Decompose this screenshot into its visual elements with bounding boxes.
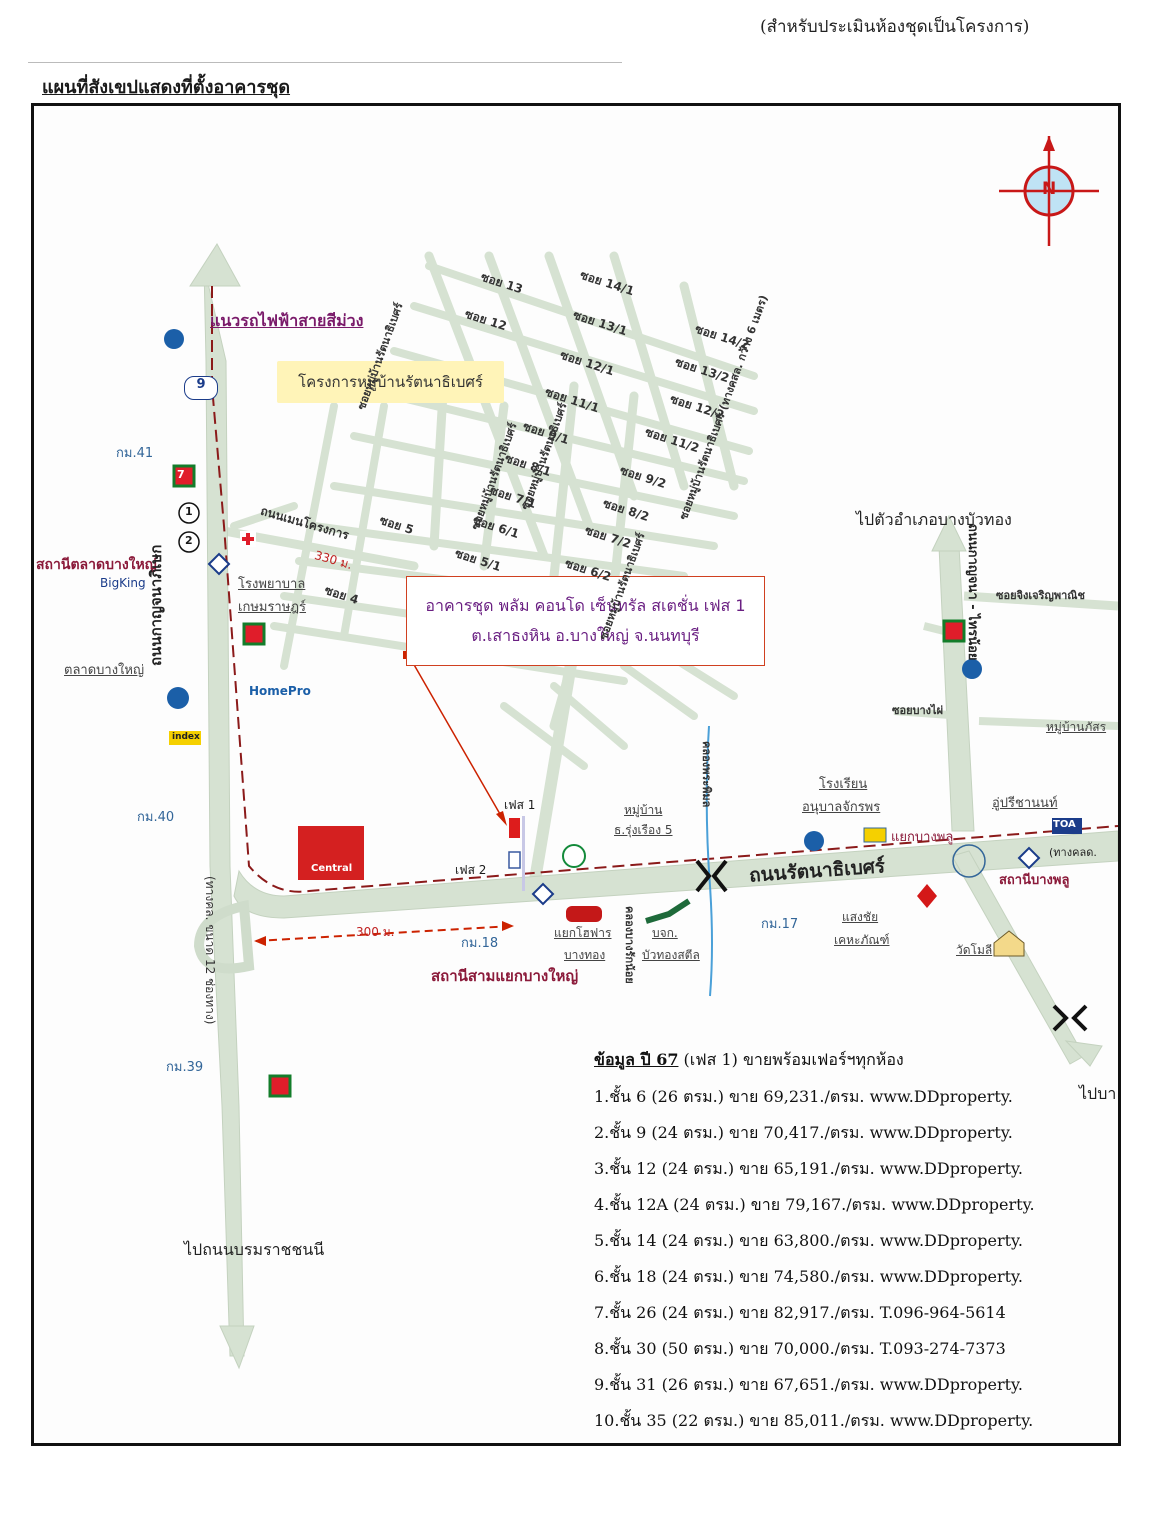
bank-icon: [167, 687, 189, 709]
toa-label: TOA: [1053, 819, 1076, 830]
to-bangbuathong-label: ไปตัวอำเภอบางบัวทอง: [856, 510, 1012, 529]
km18-label: กม.18: [461, 936, 499, 951]
circle-2-label: 2: [185, 534, 193, 547]
header-divider: [28, 62, 622, 63]
km17-label: กม.17: [761, 917, 799, 932]
station-bangphlu-label: สถานีบางพลู: [999, 873, 1070, 888]
honda-label-2: บางทอง: [564, 948, 606, 962]
price-row: 1.ชั้น 6 (26 ตรม.) ขาย 69,231./ตรม. www.…: [594, 1087, 1013, 1106]
to-right-label: ไปบา: [1079, 1084, 1117, 1103]
honda-label-1: แยกโฮฟาร: [554, 926, 612, 940]
callout-line-2: ต.เสาธงหิน อ.บางใหญ่ จ.นนทบุรี: [471, 626, 700, 645]
kanchanaphisek-right-label: ถนนกาญจนา - ไทรน้อย: [965, 524, 980, 661]
khlong-label: คลองพระพิมล: [700, 741, 713, 808]
bigking-label: BigKing: [100, 576, 146, 590]
mitsubishi-icon: [917, 884, 937, 908]
price-info-panel: ข้อมูล ปี 67 (เฟส 1) ขายพร้อมเฟอร์ฯทุกห้…: [594, 1041, 1035, 1439]
village-rungrueang-2: ธ.รุ่งเรือง 5: [614, 823, 673, 837]
station-samyaek-label: สถานีสามแยกบางใหญ่: [431, 967, 579, 985]
homepro-label: HomePro: [249, 684, 311, 698]
price-row: 5.ชั้น 14 (24 ตรม.) ขาย 63,800./ตรม. www…: [594, 1231, 1024, 1250]
callout-leader: [408, 655, 505, 822]
wat-label: วัดโมลี: [956, 943, 993, 957]
highway-dept-label: (ทางคลด.: [1049, 846, 1097, 859]
index-label: index: [172, 732, 200, 742]
phase1-label: เฟส 1: [504, 798, 536, 812]
price-info-heading: ข้อมูล ปี 67 (เฟส 1) ขายพร้อมเฟอร์ฯทุกห้…: [594, 1041, 1035, 1079]
school-label-2: อนุบาลจักรพร: [802, 800, 881, 815]
honda-car-icon: [566, 906, 602, 922]
map-title: แผนที่สังเขปแสดงที่ตั้งอาคารชุด: [42, 77, 291, 98]
pttgas-icon: [164, 329, 982, 851]
soi-bangphai-label: ซอยบางไผ่: [892, 704, 944, 717]
north-label: N: [1042, 179, 1057, 199]
price-row: 10.ชั้น 35 (22 ตรม.) ขาย 85,011./ตรม. ww…: [594, 1411, 1034, 1430]
intersection-bangphlu-label: แยกบางพลู: [891, 830, 954, 845]
intersection-marker: [695, 859, 1088, 1032]
phase2-label: เฟส 2: [455, 863, 487, 877]
map-frame: แนวรถไฟฟ้าสายสีม่วง 9 โครงการหมู่บ้านรัต…: [31, 103, 1121, 1446]
kbank-icon: [562, 844, 586, 868]
index-logo: [169, 731, 201, 745]
purple-line-label: แนวรถไฟฟ้าสายสีม่วง: [210, 311, 364, 330]
hospital-label-1: โรงพยาบาล: [238, 577, 306, 592]
highway-shield: 9: [184, 376, 218, 400]
price-row: 4.ชั้น 12A (24 ตรม.) ขาย 79,167./ตรม. ww…: [594, 1195, 1035, 1214]
distance-300-line: [255, 925, 513, 942]
hospital-label-2: เกษมราษฎร์: [238, 600, 307, 615]
school-label-1: โรงเรียน: [819, 777, 868, 792]
km41-label: กม.41: [116, 446, 154, 461]
distance-300-label: 300 ม.: [356, 925, 395, 939]
village-project-label: โครงการหมู่บ้านรัตนาธิเบศร์: [277, 361, 504, 403]
phase2-marker: [508, 851, 521, 869]
u-pree-label: อู่ปรีชานนท์: [992, 796, 1058, 811]
price-row: 2.ชั้น 9 (24 ตรม.) ขาย 70,417./ตรม. www.…: [594, 1123, 1013, 1142]
price-row: 9.ชั้น 31 (26 ตรม.) ขาย 67,651./ตรม. www…: [594, 1375, 1024, 1394]
sengchai-label-2: เคหะภัณฑ์: [834, 933, 890, 947]
phase1-marker: [509, 818, 520, 838]
kanchanaphisek-detail-label: (ทางคล. ขนาด 12 ช่องทาง): [203, 876, 217, 1025]
station-talad-label: สถานีตลาดบางใหญ่: [36, 557, 157, 573]
price-row: 3.ชั้น 12 (24 ตรม.) ขาย 65,191./ตรม. www…: [594, 1159, 1024, 1178]
seven-eleven-label: 7: [177, 468, 185, 481]
header-note: (สำหรับประเมินห้องชุดเป็นโครงการ): [760, 17, 1030, 37]
km40-label: กม.40: [137, 810, 175, 825]
price-row: 8.ชั้น 30 (50 ตรม.) ขาย 70,000./ตรม. T.0…: [594, 1339, 1006, 1358]
main-roads: [189, 243, 1118, 1370]
central-label: Central: [311, 863, 353, 874]
central-logo: [298, 826, 364, 880]
khlong-line: [705, 725, 713, 997]
km39-label: กม.39: [166, 1060, 204, 1075]
seven-eleven-icon: [172, 464, 196, 488]
circle-1-label: 1: [185, 505, 193, 518]
callout-line-1: อาคารชุด พลัม คอนโด เซ็นทรัล สเตชั่น เฟส…: [425, 596, 746, 615]
price-info-year: ข้อมูล ปี 67: [594, 1050, 679, 1069]
toa-logo: [1052, 818, 1082, 834]
khlong2-label: คลองบางรักน้อย: [623, 906, 636, 984]
market-label: ตลาดบางใหญ่: [64, 663, 145, 678]
soi-chingcharoen-label: ซอยจิงเจริญพาณิช: [996, 589, 1085, 602]
price-row: 7.ชั้น 26 (24 ตรม.) ขาย 82,917./ตรม. T.0…: [594, 1303, 1006, 1322]
price-info-subtitle: (เฟส 1) ขายพร้อมเฟอร์ฯทุกห้อง: [678, 1050, 904, 1069]
price-row: 6.ชั้น 18 (24 ตรม.) ขาย 74,580./ตรม. www…: [594, 1267, 1024, 1286]
compass-icon: [999, 136, 1099, 246]
to-borommaratchachonnani-label: ไปถนนบรมราชชนนี: [184, 1240, 325, 1259]
village-phat-label: หมู่บ้านภัสร: [1046, 720, 1107, 734]
project-callout: อาคารชุด พลัม คอนโด เซ็นทรัล สเตชั่น เฟส…: [406, 576, 765, 666]
village-rungrueang-1: หมู่บ้าน: [624, 803, 663, 817]
bualuang-label-1: บจก.: [652, 926, 678, 940]
bualuang-label-2: บัวทองสตีล: [642, 948, 700, 962]
station-icon: [207, 552, 1041, 906]
circle-markers: [178, 502, 986, 878]
sengchai-label-1: แสงชัย: [842, 910, 879, 924]
